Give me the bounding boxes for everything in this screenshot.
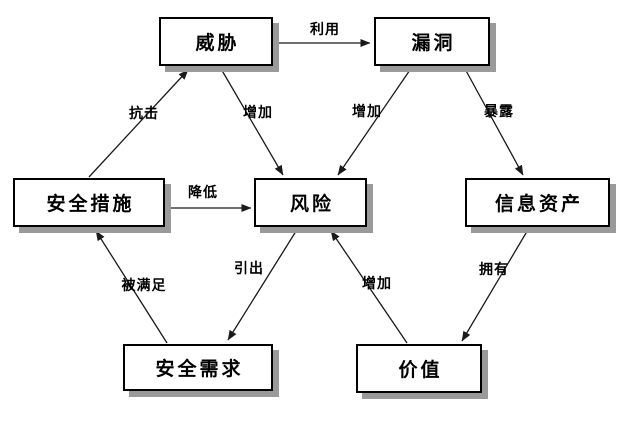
edge-label-increase-2: 增加: [352, 104, 382, 120]
node-info-assets: 信息资产: [465, 178, 610, 227]
edge-label-own: 拥有: [479, 262, 509, 278]
node-security-requirements: 安全需求: [123, 344, 273, 391]
edge-risk-requirements: [227, 227, 299, 341]
node-risk: 风险: [254, 178, 367, 227]
edge-label-expose: 暴露: [484, 104, 514, 120]
edge-assets-value: [461, 227, 530, 342]
node-security-measures: 安全措施: [13, 178, 165, 227]
edge-label-resist: 抗击: [129, 106, 159, 122]
edge-label-increase-3: 增加: [362, 276, 392, 292]
edge-vulnerability-assets: [463, 66, 524, 176]
edge-label-exploit: 利用: [310, 22, 340, 38]
edge-label-increase-1: 增加: [243, 105, 273, 121]
edge-threat-risk: [219, 66, 284, 176]
edge-measures-threat: [88, 69, 189, 178]
node-threat: 威胁: [159, 17, 273, 66]
edge-vulnerability-risk: [337, 66, 413, 176]
edge-label-derive: 引出: [234, 261, 264, 277]
edge-value-risk: [330, 230, 408, 344]
node-value: 价值: [356, 344, 482, 393]
edge-label-reduce: 降低: [188, 185, 218, 201]
node-vulnerability: 漏洞: [374, 17, 490, 66]
edge-requirements-measures: [95, 230, 168, 344]
edge-label-be-satisfied: 被满足: [121, 278, 167, 294]
